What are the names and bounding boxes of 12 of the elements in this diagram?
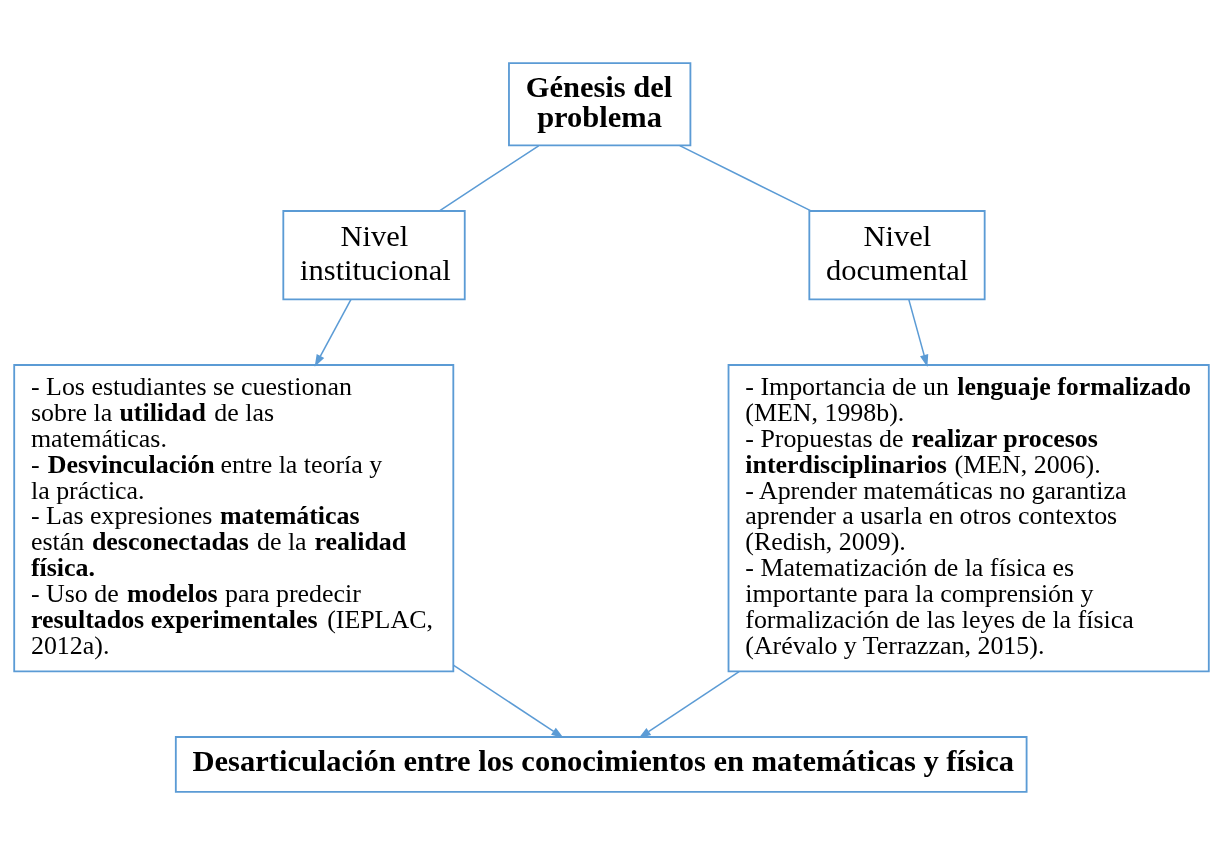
node-box: Nivel documental bbox=[808, 210, 986, 301]
arrow bbox=[452, 664, 564, 739]
node-box: Génesis del problema bbox=[508, 62, 692, 147]
arrow bbox=[314, 298, 352, 367]
arrow bbox=[638, 670, 740, 739]
arrow bbox=[908, 298, 929, 367]
node-box: - Importancia de un lenguaje formalizado (MEN, 1998b). - Propuestas de realizar procesos interdisciplinarios (MEN, 2006). - Aprender matemáticas no garantiza aprender a usarla en otros contextos (Redish, 2009). - Matematización de la física es importante para la comprensión y formalización de las leyes de la física (Arévalo y Terrazzan, 2015). bbox=[727, 364, 1210, 673]
connector bbox=[679, 144, 812, 212]
connector bbox=[438, 145, 540, 212]
node-box: - Los estudiantes se cuestionan sobre la utilidad de las matemáticas. - Desvinculación entre la teoría y la práctica. - Las expresiones matemáticas están desconectadas de la realidad física. - Uso de modelos para predecir resultados experimentales (IEPLAC, 2012a). bbox=[13, 364, 455, 673]
node-box: Nivel institucional bbox=[282, 210, 466, 301]
node-box: Desarticulación entre los conocimientos en matemáticas y física bbox=[174, 736, 1028, 793]
